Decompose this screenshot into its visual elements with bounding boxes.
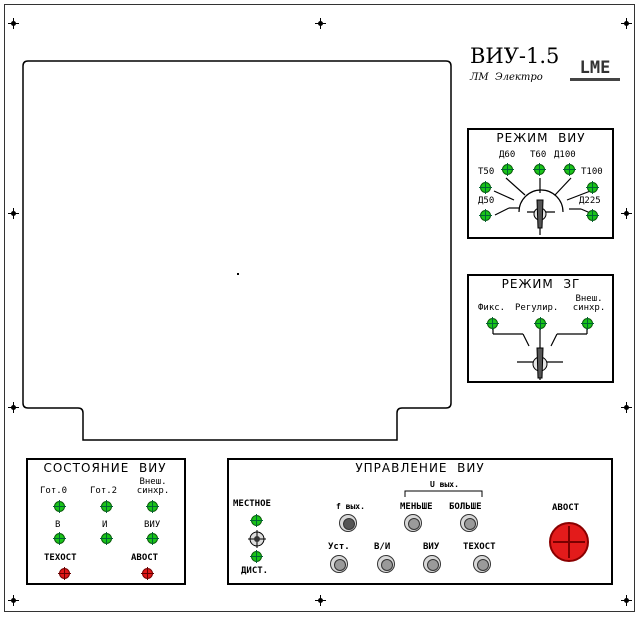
status-label: Внеш. синхр. xyxy=(136,477,170,496)
zg-mode-title: РЕЖИМ ЗГ xyxy=(501,277,581,291)
logo: LME xyxy=(570,58,620,81)
viu-led-d100 xyxy=(563,163,576,176)
status-label: В xyxy=(55,520,61,530)
viu-button-label: ВИУ xyxy=(423,542,440,552)
screw-icon xyxy=(621,595,632,606)
status-label: АВОСТ xyxy=(131,553,159,563)
u-out-label: U вых. xyxy=(430,480,459,489)
status-panel xyxy=(26,458,186,585)
display-center-dot xyxy=(237,273,239,275)
status-led-ext-sync xyxy=(146,500,159,513)
screw-icon xyxy=(8,18,19,29)
screw-icon xyxy=(621,208,632,219)
screw-icon xyxy=(315,18,326,29)
status-label: ВИУ xyxy=(144,520,161,530)
f-out-label: f вых. xyxy=(336,502,365,511)
status-label: И xyxy=(102,520,108,530)
abost-label: АВОСТ xyxy=(552,503,580,513)
status-led-tekhost xyxy=(58,567,71,580)
status-label: Гот.2 xyxy=(90,486,118,496)
abost-emergency-button[interactable] xyxy=(549,522,589,562)
zg-selector-dial[interactable] xyxy=(467,274,614,383)
status-led-v xyxy=(53,532,66,545)
set-button[interactable] xyxy=(330,555,348,573)
local-mode-led xyxy=(250,514,263,527)
local-mode-label: МЕСТНОЕ xyxy=(233,499,271,509)
screw-icon xyxy=(8,402,19,413)
more-label: БОЛЬШЕ xyxy=(449,502,482,512)
viu-led-t100 xyxy=(586,181,599,194)
device-front-panel xyxy=(4,4,635,612)
status-label: Гот.0 xyxy=(40,486,68,496)
viu-button[interactable] xyxy=(423,555,441,573)
viu-pos-label: Т60 xyxy=(530,150,547,160)
vi-button[interactable] xyxy=(377,555,395,573)
viu-mode-title: РЕЖИМ ВИУ xyxy=(496,131,586,145)
viu-led-d60 xyxy=(501,163,514,176)
maker-label: ЛМ Электро xyxy=(470,72,543,83)
status-led-viu xyxy=(146,532,159,545)
status-led-got2 xyxy=(100,500,113,513)
screw-icon xyxy=(8,208,19,219)
zg-led-ext-sync xyxy=(581,317,594,330)
less-label: МЕНЬШЕ xyxy=(400,502,433,512)
mode-toggle-switch[interactable] xyxy=(247,529,267,549)
model-label: ВИУ-1.5 xyxy=(470,44,560,68)
screw-icon xyxy=(621,18,632,29)
viu-pos-label: Т50 xyxy=(478,167,495,177)
viu-led-d225 xyxy=(586,209,599,222)
status-led-i xyxy=(100,532,113,545)
status-label: ТЕХОСТ xyxy=(44,553,77,563)
remote-mode-led xyxy=(250,550,263,563)
viu-led-t50 xyxy=(479,181,492,194)
control-title: УПРАВЛЕНИЕ ВИУ xyxy=(355,461,485,475)
set-button-label: Уст. xyxy=(328,542,350,552)
zg-pos-label: Регулир. xyxy=(515,303,559,313)
u-more-button[interactable] xyxy=(460,514,478,532)
tekhost-button-label: ТЕХОСТ xyxy=(463,542,496,552)
screw-icon xyxy=(621,402,632,413)
f-out-knob[interactable] xyxy=(339,514,357,532)
screw-icon xyxy=(315,595,326,606)
viu-pos-label: Д50 xyxy=(478,196,495,206)
status-led-got0 xyxy=(53,500,66,513)
viu-pos-label: Д60 xyxy=(499,150,516,160)
vi-button-label: В/И xyxy=(374,542,391,552)
remote-mode-label: ДИСТ. xyxy=(241,566,269,576)
viu-pos-label: Д225 xyxy=(579,196,601,206)
screw-icon xyxy=(8,595,19,606)
viu-pos-label: Т100 xyxy=(581,167,603,177)
status-led-abost xyxy=(141,567,154,580)
viu-led-d50 xyxy=(479,209,492,222)
zg-led-fixed xyxy=(486,317,499,330)
viu-pos-label: Д100 xyxy=(554,150,576,160)
u-out-bracket xyxy=(404,490,483,497)
zg-pos-label: Внеш. синхр. xyxy=(572,294,606,313)
zg-pos-label: Фикс. xyxy=(478,303,506,313)
tekhost-button[interactable] xyxy=(473,555,491,573)
status-title: СОСТОЯНИЕ ВИУ xyxy=(43,461,167,475)
u-less-button[interactable] xyxy=(404,514,422,532)
zg-led-adjustable xyxy=(534,317,547,330)
viu-led-t60 xyxy=(533,163,546,176)
